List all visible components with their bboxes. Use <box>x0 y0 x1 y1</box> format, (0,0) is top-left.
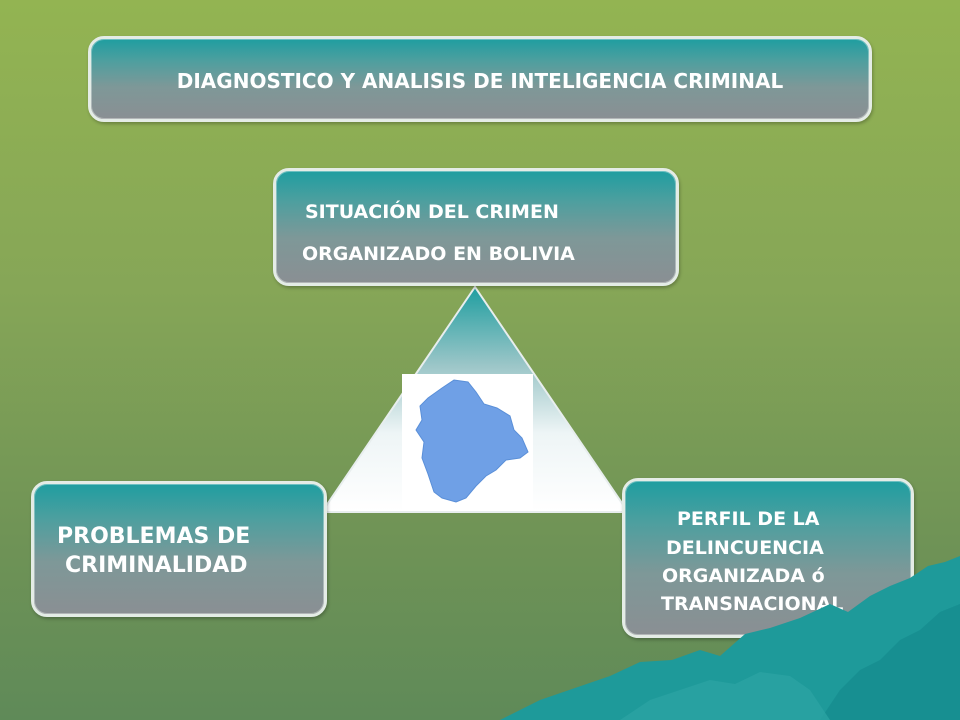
node-criminality-problems: PROBLEMAS DE CRIMINALIDAD <box>31 481 327 617</box>
node-left-line1: PROBLEMAS DE <box>57 524 251 549</box>
node-left-line2: CRIMINALIDAD <box>65 553 248 578</box>
node-right-line3: ORGANIZADA ó <box>662 565 825 587</box>
node-organized-crime-bolivia: SITUACIÓN DEL CRIMEN ORGANIZADO EN BOLIV… <box>273 168 679 286</box>
node-right-line1: PERFIL DE LA <box>677 508 820 530</box>
node-right-line2: DELINCUENCIA <box>666 537 824 559</box>
node-top-line1: SITUACIÓN DEL CRIMEN <box>305 201 559 223</box>
diagram-title: DIAGNOSTICO Y ANALISIS DE INTELIGENCIA C… <box>176 69 784 93</box>
node-top-line2: ORGANIZADO EN BOLIVIA <box>302 243 575 265</box>
bolivia-map-icon <box>415 379 529 503</box>
map-panel <box>402 374 533 510</box>
node-right-line4: TRANSNACIONAL <box>661 593 844 615</box>
title-banner: DIAGNOSTICO Y ANALISIS DE INTELIGENCIA C… <box>88 36 872 122</box>
